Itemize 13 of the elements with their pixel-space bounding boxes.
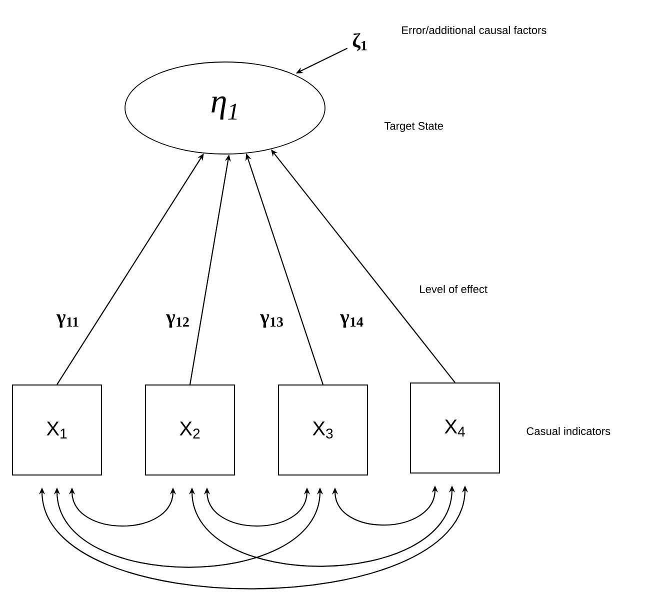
edge-label: γ$_{11}$ (55, 313, 81, 329)
side-label: Level of effect (420, 284, 488, 294)
indicator-box: X$_{3}$ (278, 384, 368, 476)
side-label: Error/additional causal factors (402, 26, 546, 34)
edge-label: γ$_{12}$ (165, 313, 191, 329)
indicator-box: X$_{4}$ (410, 382, 500, 474)
indicator-box: X$_{1}$ (12, 384, 102, 476)
edge-label: γ$_{14}$ (339, 313, 365, 329)
error-symbol: ζ$_{1}$ (352, 33, 367, 51)
side-label: Casual indicators (526, 426, 610, 436)
edge-label: γ$_{13}$ (259, 313, 285, 329)
indicator-box: X$_{2}$ (145, 384, 235, 476)
side-label: Target State (384, 122, 444, 132)
